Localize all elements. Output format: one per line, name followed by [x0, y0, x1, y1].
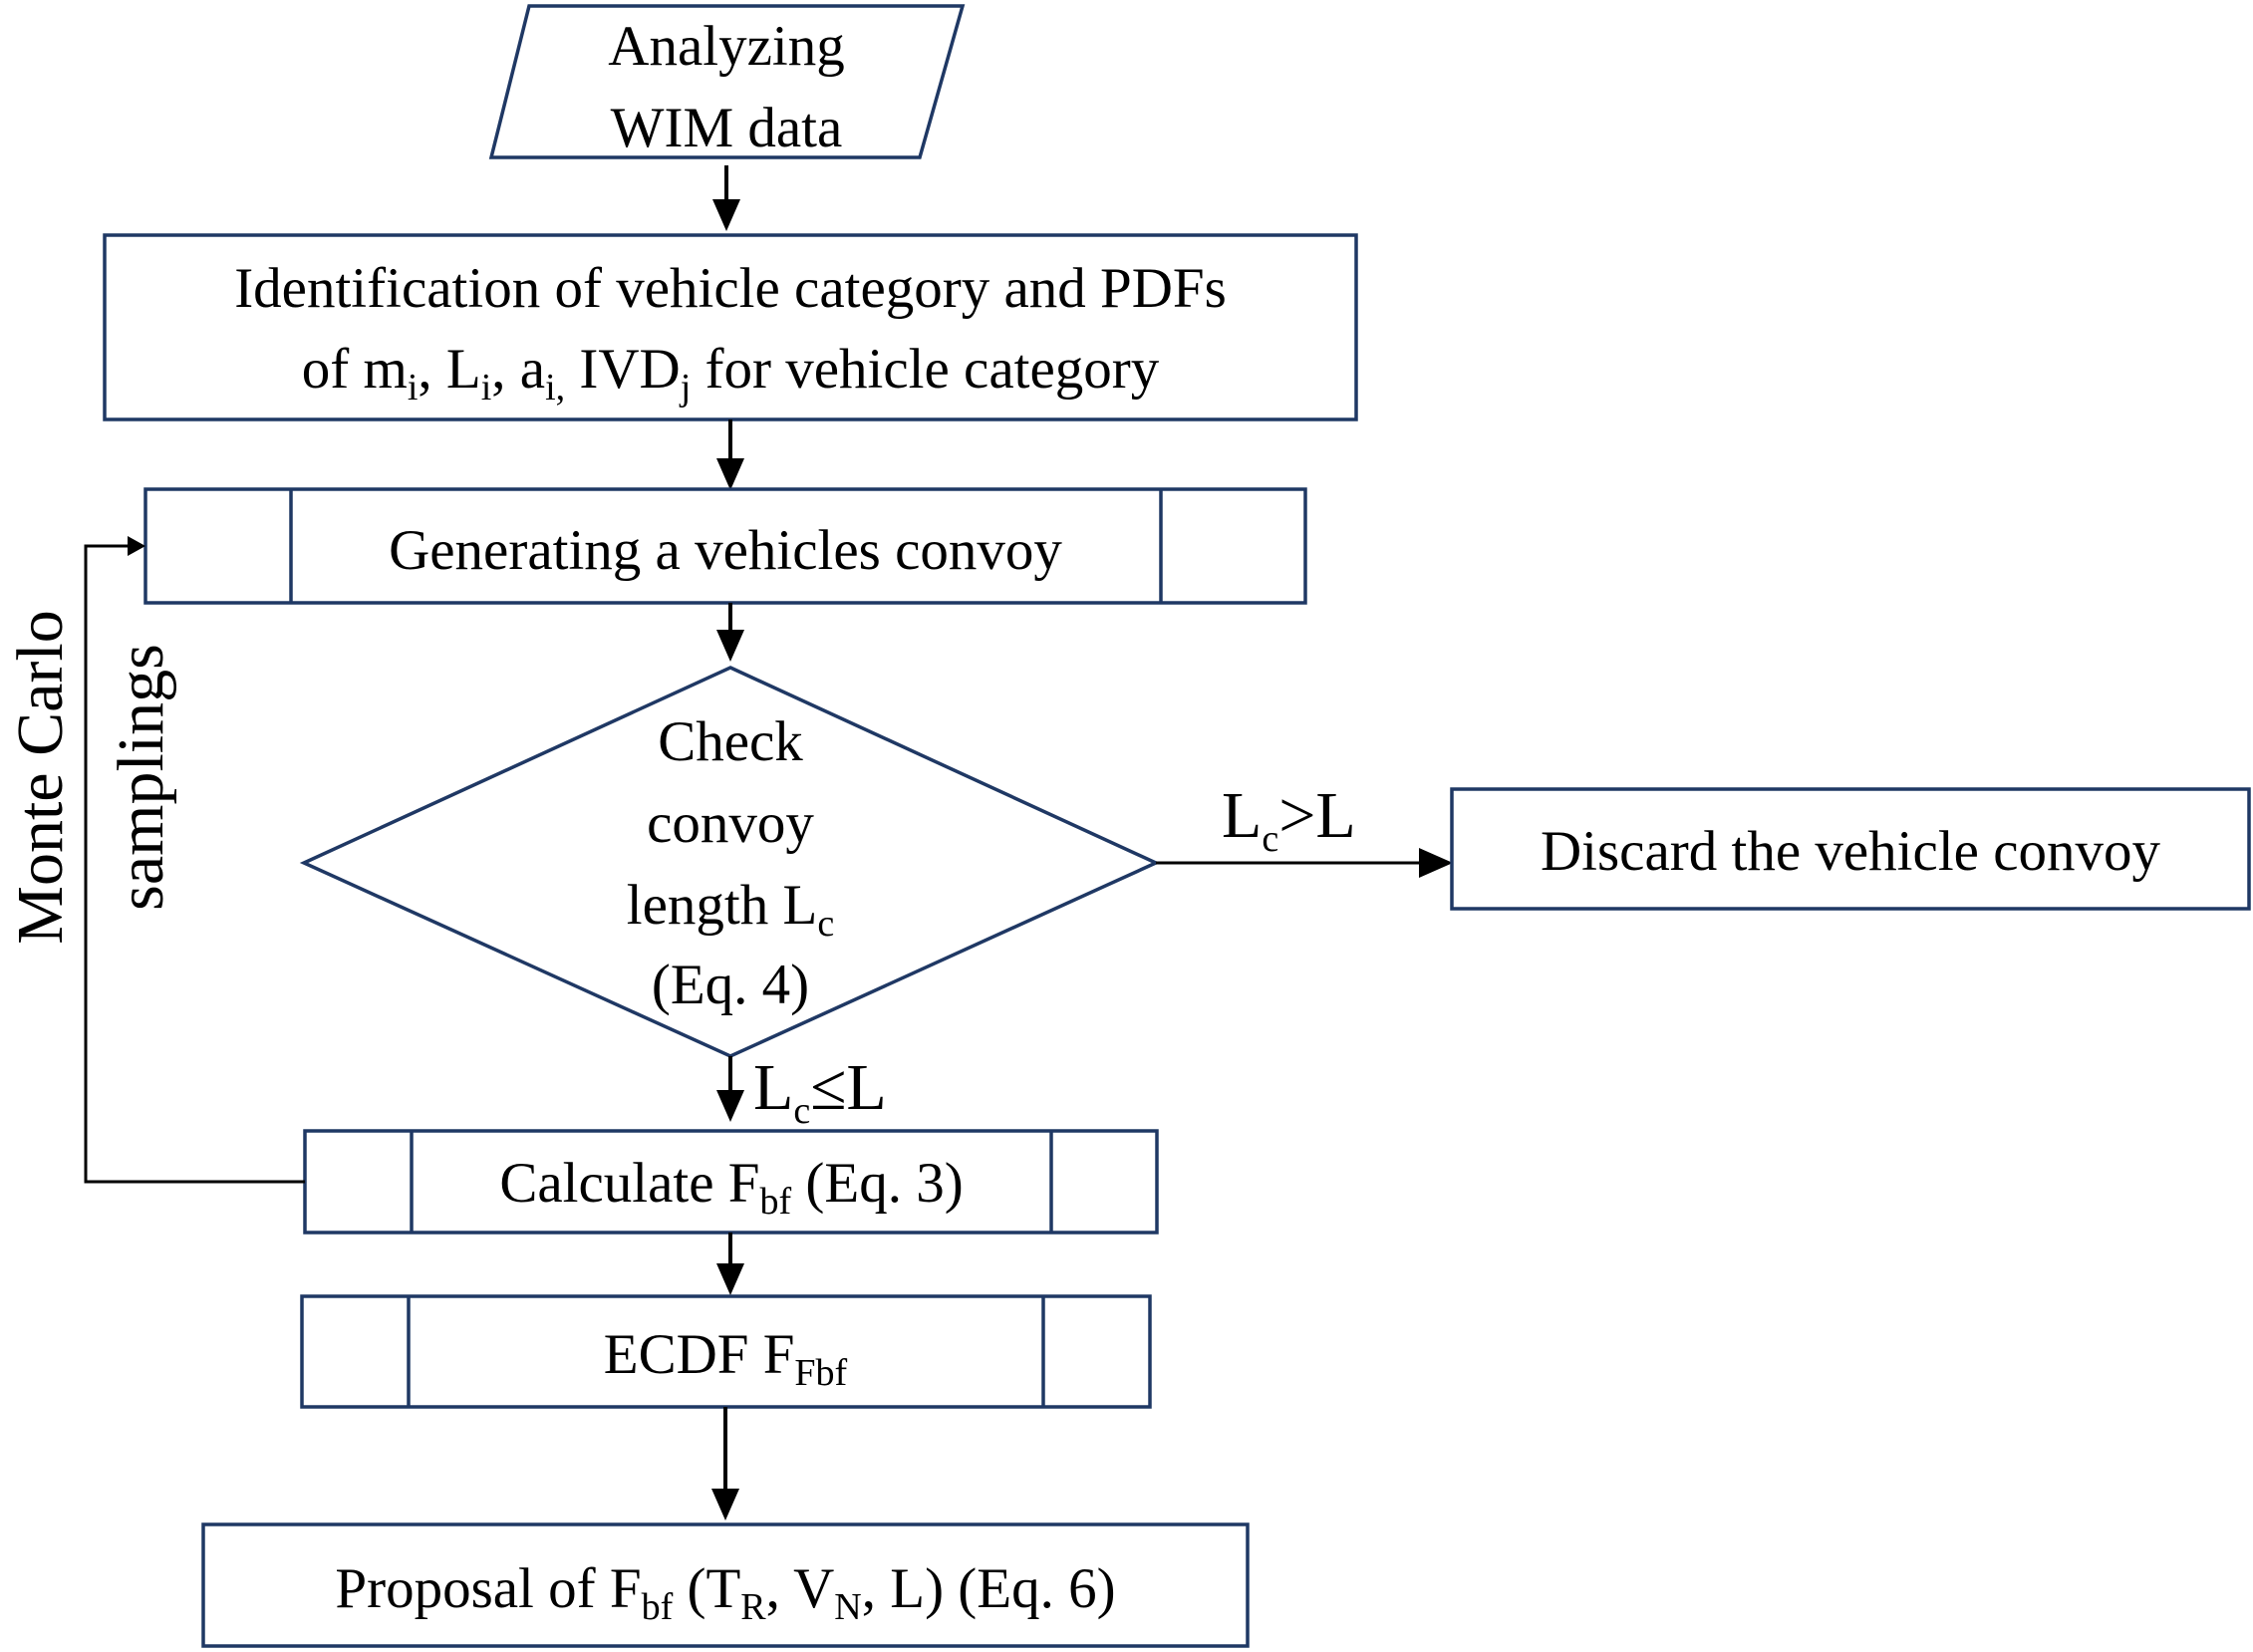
- wim-label-line1: Analyzing: [608, 15, 844, 78]
- identification-line2: of mi, Li, ai, IVDj for vehicle category: [302, 338, 1160, 409]
- check-line4: (Eq. 4): [652, 954, 809, 1016]
- generate-convoy-box: [143, 487, 1307, 605]
- check-line3: length Lc: [627, 874, 834, 945]
- calculate-node: Calculate Fbf (Eq. 3): [303, 1129, 1159, 1235]
- ecdf-label: ECDF FFbf: [604, 1323, 848, 1394]
- check-length-node: Check convoy length Lc (Eq. 4): [299, 666, 1161, 1058]
- check-line2: convoy: [647, 792, 814, 855]
- arrow-wim-to-ident: [712, 165, 740, 231]
- proposal-label: Proposal of Fbf (TR, VN, L) (Eq. 6): [335, 1557, 1115, 1628]
- arrow-ident-to-generate: [716, 419, 744, 490]
- loop-label-line2: samplings: [105, 644, 177, 911]
- arrow-generate-to-check: [716, 603, 744, 662]
- calculate-label: Calculate Fbf (Eq. 3): [499, 1152, 963, 1223]
- identification-line1: Identification of vehicle category and P…: [234, 257, 1227, 320]
- monte-carlo-loop-arrow: [84, 536, 305, 1184]
- identification-box: [103, 233, 1358, 421]
- loop-label-line1: Monte Carlo: [4, 610, 77, 944]
- wim-data-shape: [488, 4, 966, 159]
- wim-label-line2: WIM data: [611, 97, 843, 159]
- arrow-check-to-calculate: [716, 1056, 744, 1122]
- discard-label: Discard the vehicle convoy: [1541, 820, 2161, 883]
- wim-data-node: Analyzing WIM data: [488, 4, 966, 159]
- discard-box: [1450, 787, 2251, 911]
- discard-node: Discard the vehicle convoy: [1450, 787, 2251, 911]
- arrow-check-to-discard: [1156, 848, 1453, 878]
- edge-label-greater: Lc>L: [1222, 779, 1356, 860]
- edge-label-less-equal: Lc≤L: [753, 1051, 887, 1132]
- arrow-ecdf-to-proposal: [711, 1407, 739, 1520]
- generate-convoy-node: Generating a vehicles convoy: [143, 487, 1307, 605]
- generate-convoy-label: Generating a vehicles convoy: [389, 519, 1062, 582]
- check-line1: Check: [658, 710, 803, 773]
- proposal-box: [201, 1522, 1250, 1648]
- proposal-node: Proposal of Fbf (TR, VN, L) (Eq. 6): [201, 1522, 1250, 1648]
- arrow-calculate-to-ecdf: [716, 1233, 744, 1295]
- ecdf-box: [300, 1294, 1152, 1409]
- identification-node: Identification of vehicle category and P…: [103, 233, 1358, 421]
- ecdf-node: ECDF FFbf: [300, 1294, 1152, 1409]
